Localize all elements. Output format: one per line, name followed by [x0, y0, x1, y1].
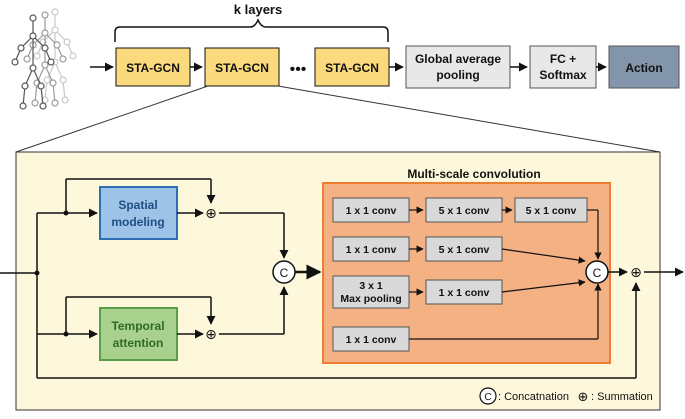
action-block: [608, 45, 680, 89]
legend-sum-symbol: ⊕: [578, 389, 589, 404]
sta-gcn-block-2: [204, 47, 280, 87]
conv-r4-c1: [332, 326, 410, 352]
conv-r1-c2-label: 5 x 1 conv: [439, 205, 490, 217]
conv-r1-c3: [514, 197, 588, 223]
conv-r3-c2-label: 1 x 1 conv: [439, 287, 490, 299]
k-layers-label: k layers: [234, 2, 282, 17]
legend-sum-label: : Summation: [591, 391, 653, 403]
legend-concat-icon: [479, 387, 497, 405]
spatial-modeling-block: [99, 186, 178, 240]
fc-label-line2: Softmax: [539, 68, 587, 82]
sum-node-temporal: ⊕: [205, 326, 217, 342]
ellipsis: •••: [290, 61, 307, 78]
conv-r1-c1-label: 1 x 1 conv: [346, 205, 397, 217]
concat-node-label: C: [280, 266, 289, 280]
inner-concat-node-label: C: [593, 266, 602, 280]
gap-label-line1: Global average: [415, 52, 501, 66]
sta-gcn-label-1: STA-GCN: [126, 61, 180, 75]
gap-label-line2: pooling: [436, 68, 479, 82]
maxpool-label-line1: 3 x 1: [359, 280, 383, 292]
temporal-attention-block: [99, 307, 178, 361]
conv-r1-c2: [425, 197, 503, 223]
maxpool-label-line2: Max pooling: [340, 293, 401, 305]
temporal-label-line1: Temporal: [111, 319, 164, 333]
maxpool-r3-c1: [332, 275, 410, 309]
sta-gcn-block-3: [314, 47, 390, 87]
legend-concat-symbol: C: [484, 392, 491, 403]
conv-r2-c2-label: 5 x 1 conv: [439, 244, 490, 256]
conv-r2-c2: [425, 236, 503, 262]
fc-label-line1: FC +: [550, 52, 576, 66]
spatial-label-line2: modeling: [111, 215, 164, 229]
conv-r1-c1: [332, 197, 410, 223]
final-sum-node: ⊕: [630, 264, 642, 280]
legend-concat-label: : Concatnation: [498, 391, 569, 403]
sta-gcn-label-2: STA-GCN: [215, 61, 269, 75]
conv-r4-c1-label: 1 x 1 conv: [346, 334, 397, 346]
spatial-label-line1: Spatial: [118, 198, 157, 212]
conv-r3-c2: [425, 279, 503, 305]
sta-gcn-label-3: STA-GCN: [325, 61, 379, 75]
skeleton-icon: [11, 8, 77, 110]
global-average-pooling-block: [405, 45, 511, 89]
action-label: Action: [625, 61, 662, 75]
conv-r1-c3-label: 5 x 1 conv: [526, 205, 577, 217]
multiscale-title: Multi-scale convolution: [407, 167, 540, 181]
temporal-label-line2: attention: [113, 336, 164, 350]
k-layers-brace: [114, 18, 389, 42]
legend: C : Concatnation ⊕ : Summation: [479, 387, 653, 405]
fc-softmax-block: [529, 45, 597, 89]
conv-r2-c1-label: 1 x 1 conv: [346, 244, 397, 256]
sum-node-spatial: ⊕: [205, 205, 217, 221]
conv-r2-c1: [332, 236, 410, 262]
